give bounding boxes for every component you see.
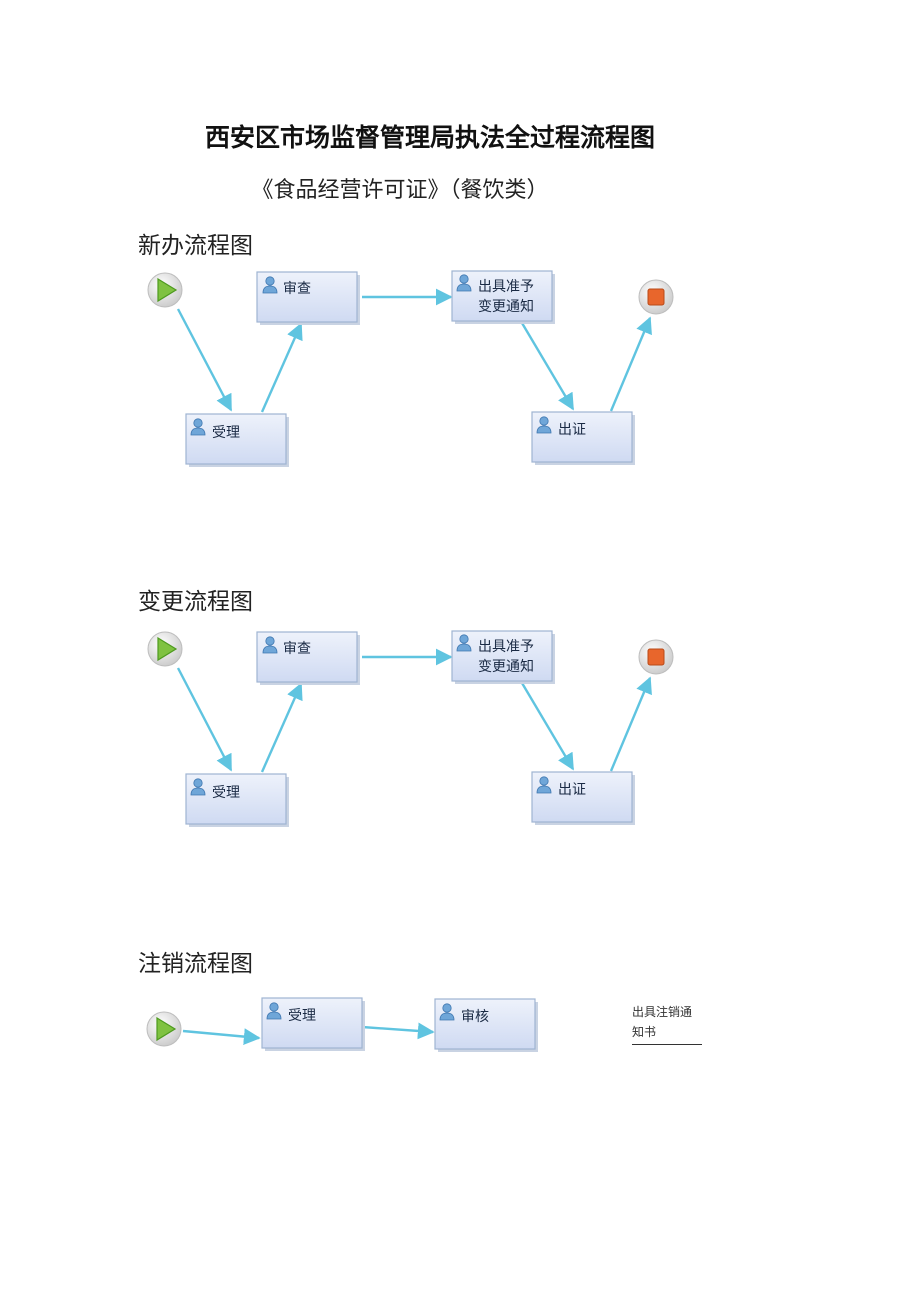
play-start-icon	[157, 277, 178, 303]
node-review-label: 审查	[283, 641, 311, 657]
start-node[interactable]	[147, 272, 183, 308]
edge-accept-to-audit	[361, 1022, 435, 1040]
start-node[interactable]	[146, 1011, 182, 1047]
section-heading-cancel: 注销流程图	[138, 951, 253, 977]
stop-end-icon	[647, 648, 665, 666]
node-review[interactable]: 审查	[256, 631, 360, 685]
section-heading-new: 新办流程图	[138, 233, 253, 259]
node-issue[interactable]: 出证	[531, 411, 635, 465]
node-review[interactable]: 审查	[256, 271, 360, 325]
node-notice[interactable]: 出具准予 变更通知	[451, 270, 555, 324]
edge-accept-to-review	[260, 322, 303, 413]
node-accept[interactable]: 受理	[185, 773, 289, 827]
node-notice-label-1: 出具准予	[478, 279, 534, 295]
flow-new: 审查 出具准予 变更通知 受理 出证	[147, 270, 674, 467]
section-heading-change: 变更流程图	[138, 589, 253, 615]
node-accept-label: 受理	[212, 425, 240, 441]
edge-start-to-accept	[176, 667, 233, 772]
edge-notice-to-issue	[520, 322, 575, 411]
node-notice[interactable]: 出具准予 变更通知	[451, 630, 555, 684]
edge-start-to-accept	[176, 308, 233, 412]
start-node[interactable]	[147, 631, 183, 667]
node-notice-label-2: 变更通知	[478, 658, 534, 675]
edge-accept-to-review	[260, 682, 303, 773]
stop-end-icon	[647, 288, 665, 306]
node-issue-label: 出证	[558, 782, 586, 798]
flow-change: 审查 出具准予 变更通知 受理 出证	[147, 630, 674, 827]
node-audit[interactable]: 审核	[434, 998, 538, 1052]
document-title: 西安区市场监督管理局执法全过程流程图	[204, 123, 655, 152]
edge-start-to-accept	[182, 1028, 261, 1045]
node-accept-label: 受理	[212, 785, 240, 801]
flow-cancel: 受理 审核	[146, 997, 538, 1052]
edge-issue-to-end	[609, 316, 652, 412]
edge-notice-to-issue	[520, 682, 575, 771]
end-node[interactable]	[638, 279, 674, 315]
node-review-label: 审查	[283, 281, 311, 297]
node-accept-label: 受理	[288, 1008, 316, 1024]
node-issue[interactable]: 出证	[531, 771, 635, 825]
node-accept[interactable]: 受理	[261, 997, 365, 1051]
node-issue-label: 出证	[558, 422, 586, 438]
play-start-icon	[157, 636, 178, 662]
node-audit-label: 审核	[461, 1009, 489, 1025]
edge-issue-to-end	[609, 676, 652, 772]
node-notice-label-1: 出具准予	[478, 639, 534, 655]
node-accept[interactable]: 受理	[185, 413, 289, 467]
side-note-cancel-notice: 出具注销通知书	[632, 1002, 702, 1045]
node-notice-label-2: 变更通知	[478, 298, 534, 315]
document-subtitle: 《食品经营许可证》（餐饮类）	[251, 178, 549, 203]
end-node[interactable]	[638, 639, 674, 675]
play-start-icon	[156, 1016, 177, 1042]
